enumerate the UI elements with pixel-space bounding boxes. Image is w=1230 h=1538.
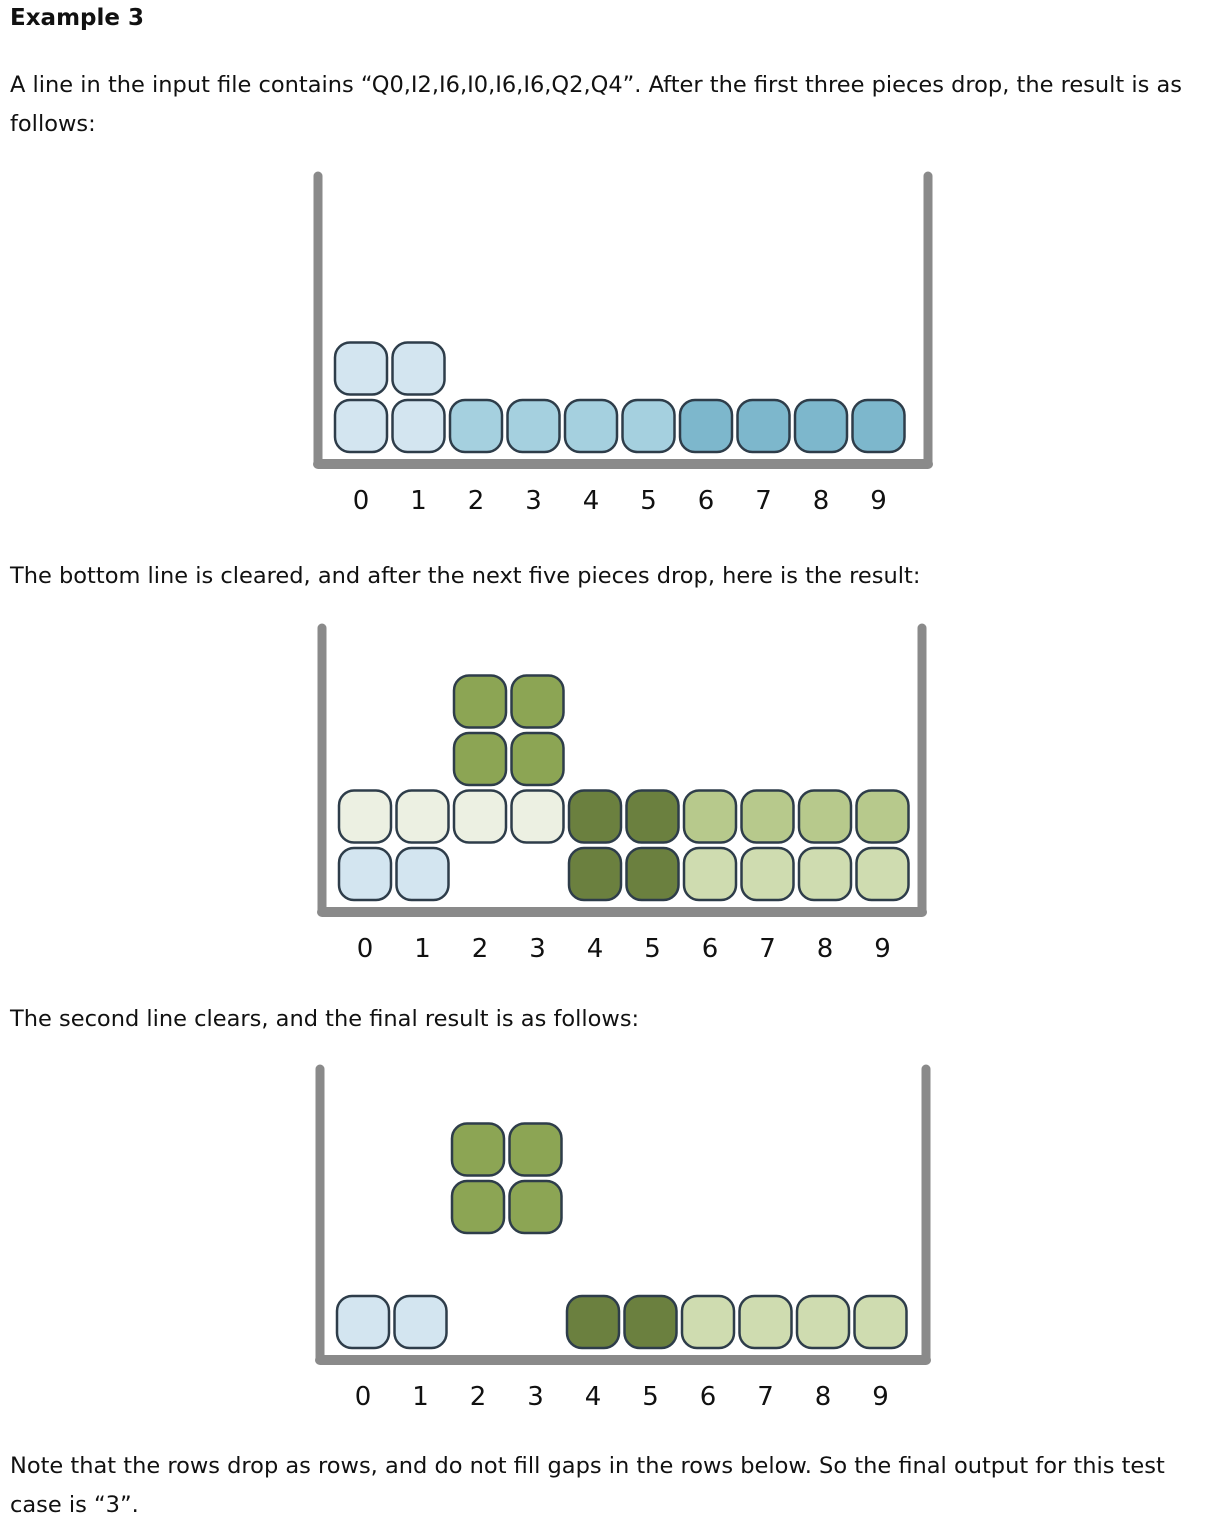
block-cell xyxy=(853,1294,908,1350)
intro-paragraph: A line in the input file contains “Q0,I2… xyxy=(10,72,1183,137)
column-label: 2 xyxy=(470,1382,487,1412)
block-cell xyxy=(793,398,849,454)
column-label: 3 xyxy=(527,1382,544,1412)
block-cell xyxy=(678,398,734,454)
column-label: 5 xyxy=(644,934,661,964)
block-cell xyxy=(337,846,393,902)
column-label: 9 xyxy=(872,1382,889,1412)
column-label: 3 xyxy=(525,486,542,516)
column-label: 2 xyxy=(468,486,485,516)
column-label: 7 xyxy=(759,934,776,964)
column-label: 0 xyxy=(355,1382,372,1412)
block-cell xyxy=(797,789,853,844)
block-cell xyxy=(510,789,565,844)
block-cell xyxy=(450,1122,506,1177)
column-label: 0 xyxy=(357,934,374,964)
cleared-paragraph: The bottom line is cleared, and after th… xyxy=(10,563,921,589)
column-label: 8 xyxy=(815,1382,832,1412)
column-label: 1 xyxy=(412,1382,429,1412)
second-clear-paragraph: The second line clears, and the final re… xyxy=(10,1006,640,1032)
block-cell xyxy=(395,846,450,902)
block-cell xyxy=(625,789,680,844)
column-label: 4 xyxy=(585,1382,602,1412)
block-cell xyxy=(563,398,619,454)
block-cell xyxy=(682,846,738,902)
tetris-board-next-five: 0 1 2 3 4 5 6 7 8 9 xyxy=(317,623,927,964)
block-cell xyxy=(333,341,389,396)
block-cell xyxy=(391,398,446,454)
block-cell xyxy=(395,789,450,844)
tetris-board-final: 0 1 2 3 4 5 6 7 8 9 xyxy=(315,1064,931,1412)
column-label: 8 xyxy=(813,486,830,516)
column-label: 9 xyxy=(870,486,887,516)
block-cell xyxy=(740,789,795,844)
column-label: 1 xyxy=(410,486,427,516)
column-label: 4 xyxy=(587,934,604,964)
block-cell xyxy=(333,398,389,454)
column-label: 5 xyxy=(640,486,657,516)
column-label: 9 xyxy=(874,934,891,964)
block-cell xyxy=(797,846,853,902)
block-cell xyxy=(335,1294,391,1350)
block-cell xyxy=(565,1294,621,1350)
block-cell xyxy=(855,846,910,902)
block-cell xyxy=(623,1294,678,1350)
block-cell xyxy=(625,846,680,902)
tetris-board-first-three: 0 1 2 3 4 5 6 7 8 9 xyxy=(313,171,933,516)
block-cell xyxy=(450,1179,506,1235)
block-cell xyxy=(510,674,565,729)
column-label: 2 xyxy=(472,934,489,964)
block-cell xyxy=(508,1179,563,1235)
column-label: 6 xyxy=(702,934,719,964)
block-cell xyxy=(452,731,508,787)
column-label: 0 xyxy=(353,486,370,516)
block-cell xyxy=(795,1294,851,1350)
block-cell xyxy=(510,731,565,787)
block-cell xyxy=(567,789,623,844)
column-label: 8 xyxy=(817,934,834,964)
block-cell xyxy=(452,674,508,729)
block-cell xyxy=(391,341,446,396)
block-cell xyxy=(740,846,795,902)
block-cell xyxy=(680,1294,736,1350)
block-cell xyxy=(738,1294,793,1350)
block-cell xyxy=(851,398,906,454)
column-label: 3 xyxy=(529,934,546,964)
block-cell xyxy=(736,398,791,454)
block-cell xyxy=(682,789,738,844)
column-label: 6 xyxy=(698,486,715,516)
column-label: 6 xyxy=(700,1382,717,1412)
block-cell xyxy=(393,1294,448,1350)
block-cell xyxy=(452,789,508,844)
block-cell xyxy=(621,398,676,454)
block-cell xyxy=(448,398,504,454)
section-heading: Example 3 xyxy=(10,5,144,31)
column-label: 7 xyxy=(755,486,772,516)
column-label: 1 xyxy=(414,934,431,964)
block-cell xyxy=(508,1122,563,1177)
block-cell xyxy=(506,398,561,454)
block-cell xyxy=(855,789,910,844)
column-label: 5 xyxy=(642,1382,659,1412)
column-label: 4 xyxy=(583,486,600,516)
block-cell xyxy=(337,789,393,844)
block-cell xyxy=(567,846,623,902)
note-paragraph: Note that the rows drop as rows, and do … xyxy=(10,1453,1165,1518)
column-label: 7 xyxy=(757,1382,774,1412)
